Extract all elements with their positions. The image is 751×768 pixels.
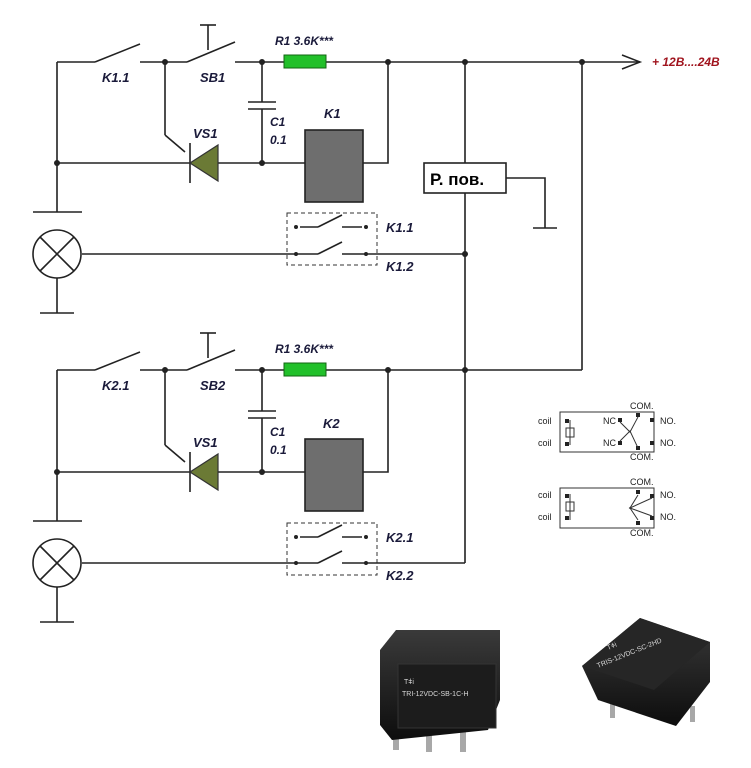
pinout-2c: coil coil NC NC COM. COM. NO. NO.: [538, 401, 676, 462]
pin-no-1: NO.: [660, 416, 676, 426]
pin1c-no-1: NO.: [660, 490, 676, 500]
sensor-label: Р. пов.: [430, 170, 484, 189]
c1-label: C1: [270, 115, 286, 129]
relay-right-brand: Tǂi: [606, 641, 618, 651]
r1b-label: R1 3.6K***: [275, 342, 334, 356]
k1-out-a-label: K1.1: [386, 220, 413, 235]
sb1-button: [186, 41, 236, 63]
pin-no-2: NO.: [660, 438, 676, 448]
k2-1-label: K2.1: [102, 378, 129, 393]
channel-2: K2.1 SB2 VS1 C1 0.1 R1 3.6K*** K2: [32, 332, 582, 623]
vs1b-diode: [188, 452, 219, 492]
r1-resistor: [283, 54, 327, 69]
relay-left-model: TRI-12VDC-SB-1C-H: [402, 691, 469, 698]
pin1c-coil-1: coil: [538, 490, 552, 500]
pin-com-bottom: COM.: [630, 452, 654, 462]
pin-com-top: COM.: [630, 401, 654, 411]
k2-contacts-box: [286, 522, 378, 576]
sb2-button: [186, 349, 236, 371]
vs1b-label: VS1: [193, 435, 218, 450]
sb2-label: SB2: [200, 378, 226, 393]
level-sensor: Р. пов.: [423, 162, 557, 563]
sb1-label: SB1: [200, 70, 225, 85]
k1-1-switch: [94, 43, 141, 63]
k2-coil: [304, 438, 364, 512]
k2-1-switch: [94, 351, 141, 371]
relay-left-brand: Tǂi: [404, 679, 414, 686]
pin-coil-1: coil: [538, 416, 552, 426]
pin1c-com-bottom: COM.: [630, 528, 654, 538]
c1-value: 0.1: [270, 133, 287, 147]
pin-nc-2: NC: [603, 438, 616, 448]
k1-1-label: K1.1: [102, 70, 129, 85]
k1-contacts-box: [286, 212, 378, 266]
relay-photo-right: Tǂi TRIS-12VDC-SC-2HD: [582, 618, 710, 726]
pin-coil-2: coil: [538, 438, 552, 448]
k2-out-a-label: K2.1: [386, 530, 413, 545]
pin-nc-1: NC: [603, 416, 616, 426]
r1b-resistor: [283, 362, 327, 377]
relay-photo-left: Tǂi TRI-12VDC-SB-1C-H: [380, 630, 500, 752]
pin1c-coil-2: coil: [538, 512, 552, 522]
c1b-value: 0.1: [270, 443, 287, 457]
k1-label: K1: [324, 106, 341, 121]
pin1c-no-2: NO.: [660, 512, 676, 522]
supply-label: + 12В....24В: [652, 55, 720, 69]
k1-coil: [304, 129, 364, 203]
k2-label: K2: [323, 416, 340, 431]
pin1c-com-top: COM.: [630, 477, 654, 487]
vs1-label: VS1: [193, 126, 218, 141]
vs1-diode: [188, 143, 219, 183]
k1-out-b-label: K1.2: [386, 259, 414, 274]
k2-out-b-label: K2.2: [386, 568, 414, 583]
c1b-label: C1: [270, 425, 286, 439]
r1-label: R1 3.6K***: [275, 34, 334, 48]
supply-bus: + 12В....24В: [235, 54, 720, 370]
channel-1: K1.1 SB1 VS1 C1 0.1 R1 3.6K*** K1: [32, 24, 468, 314]
pinout-1c: coil coil COM. COM. NO. NO.: [538, 477, 676, 538]
